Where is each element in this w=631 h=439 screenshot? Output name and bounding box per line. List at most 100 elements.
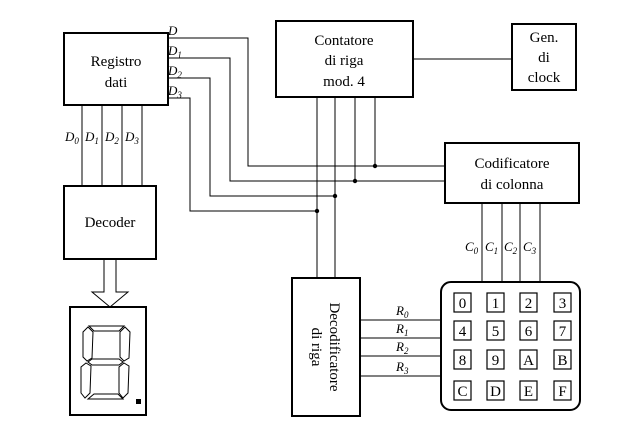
key-frame [519,292,538,313]
key-label: 7 [559,324,567,340]
key-7[interactable]: 7 [553,320,572,341]
key-c[interactable]: C [453,380,472,401]
key-label: A [523,353,534,369]
key-9[interactable]: 9 [486,349,505,370]
keypad-keys: 0 1 2 3 4 5 6 7 8 9 A B C D E F [453,292,572,401]
reg-out-label-0: D0 [64,129,79,146]
clock-label-3: clock [528,70,561,86]
row-label-1: R1 [395,321,408,338]
key-label: 2 [525,296,533,312]
d-label-0: D [167,23,178,38]
clock-block: Gen. di clock [511,23,577,91]
row-label-3: R3 [395,359,409,376]
keypad: 0 1 2 3 4 5 6 7 8 9 A B C D E F [440,281,581,411]
d-label-3: D3 [167,83,182,100]
d-label-2: D2 [167,63,182,80]
key-b[interactable]: B [553,349,572,370]
decimal-point [136,399,141,404]
key-label: D [490,384,501,400]
key-frame [519,320,538,341]
key-8[interactable]: 8 [453,349,472,370]
segment-e [80,362,92,399]
col-label-0: C0 [465,239,479,256]
codificatore-block: Codificatore di colonna [444,142,580,204]
decoder-to-display-arrow [90,259,130,308]
key-d[interactable]: D [486,380,505,401]
key-label: 5 [492,324,500,340]
col-label-2: C2 [504,239,518,256]
col-label-1: C1 [485,239,498,256]
registro-label-2: dati [105,75,128,91]
row-labels: R0 R1 R2 R3 [395,303,409,376]
key-3[interactable]: 3 [553,292,572,313]
key-label: 3 [559,296,567,312]
contatore-label-1: Contatore [314,33,373,49]
wire-d1 [168,57,445,182]
decodificatore-label-2: di riga [308,328,324,367]
junction-dot [314,208,320,214]
codificatore-label-1: Codificatore [475,156,550,172]
key-frame [486,349,505,370]
key-e[interactable]: E [519,380,538,401]
key-label: 0 [459,296,467,312]
segment-b [119,326,131,362]
wiring [81,37,541,377]
keypad-frame [440,281,581,411]
column-labels: C0 C1 C2 C3 [465,239,537,256]
row-label-2: R2 [395,339,409,356]
clock-label-2: di [538,50,550,66]
d-label-1: D1 [167,43,182,60]
row-label-0: R0 [395,303,409,320]
key-1[interactable]: 1 [486,292,505,313]
key-frame [519,380,538,401]
key-label: E [524,384,533,400]
register-output-labels: D0 D1 D2 D3 [64,129,139,146]
key-frame [553,349,572,370]
key-label: 9 [492,353,500,369]
d-line-labels: D D1 D2 D3 [167,23,182,100]
junction-dot [352,178,358,184]
key-frame [486,380,505,401]
registro-label-1: Registro [91,54,142,70]
codificatore-label-2: di colonna [481,177,544,193]
key-label: C [457,384,467,400]
decodificatore-block: Decodificatore di riga [291,277,361,417]
key-6[interactable]: 6 [519,320,538,341]
contatore-label-3: mod. 4 [323,74,365,90]
key-4[interactable]: 4 [453,320,472,341]
junction-dot [372,163,378,169]
key-frame [453,380,472,401]
key-5[interactable]: 5 [486,320,505,341]
wire-d2 [168,77,335,197]
seven-segment-display [69,306,147,416]
key-frame [519,349,538,370]
key-0[interactable]: 0 [453,292,472,313]
decodificatore-label-1: Decodificatore [326,302,342,391]
contatore-block: Contatore di riga mod. 4 [275,20,414,98]
segment-f [82,326,94,362]
key-label: 8 [459,353,467,369]
segment-a [87,325,126,332]
key-frame [553,380,572,401]
reg-out-label-2: D2 [104,129,119,146]
key-2[interactable]: 2 [519,292,538,313]
junction-dot [332,193,338,199]
key-label: 6 [525,324,533,340]
key-label: F [558,384,566,400]
contatore-label-2: di riga [325,53,364,69]
col-label-3: C3 [523,239,537,256]
wire-d3 [168,97,317,212]
key-label: B [557,353,567,369]
registro-dati-block: Registro dati [63,32,169,106]
key-label: 1 [492,296,500,312]
key-frame [453,292,472,313]
decoder-block: Decoder [63,185,157,260]
clock-label-1: Gen. [530,30,559,46]
key-label: 4 [459,324,467,340]
segment-c [118,362,130,399]
segment-d [86,393,125,400]
key-f[interactable]: F [553,380,572,401]
key-a[interactable]: A [519,349,538,370]
key-frame [486,320,505,341]
